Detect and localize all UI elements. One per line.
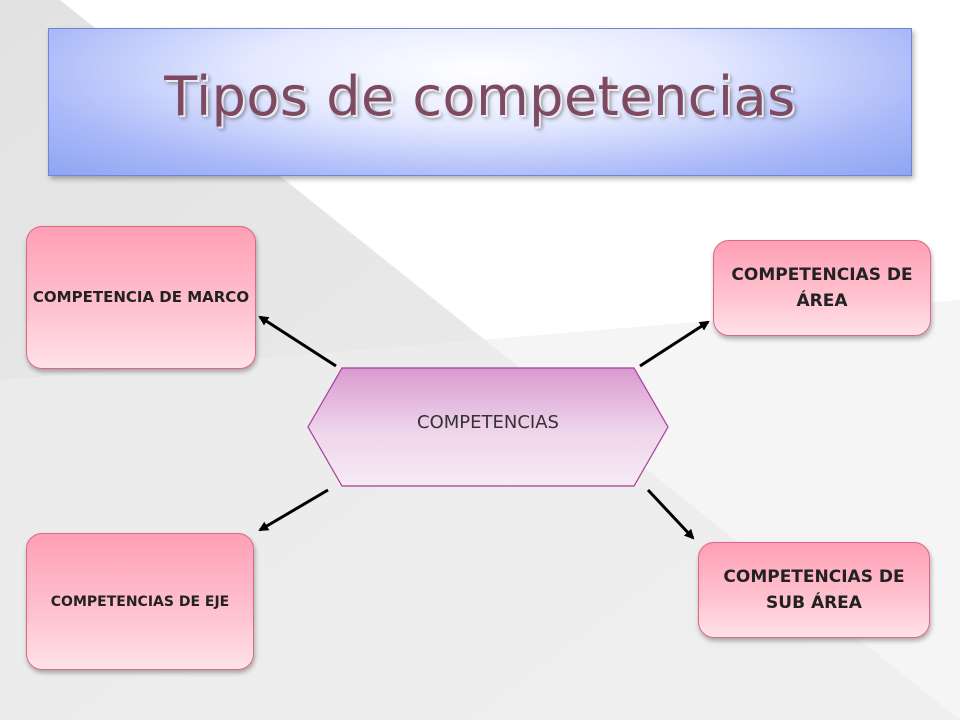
- node-label: COMPETENCIAS DE EJE: [50, 593, 230, 610]
- arrow-to-sub-area: [646, 488, 695, 540]
- title-banner: Tipos de competencias: [48, 28, 912, 176]
- arrow-to-eje: [258, 488, 329, 532]
- arrow-to-area: [639, 320, 710, 368]
- node-competencias-de-sub-area: COMPETENCIAS DE SUB ÁREA: [698, 542, 930, 638]
- slide-title: Tipos de competencias: [164, 65, 796, 128]
- node-label: COMPETENCIAS DE SUB ÁREA: [723, 567, 905, 613]
- arrow-to-marco: [258, 315, 337, 368]
- node-competencias-de-area: COMPETENCIAS DE ÁREA: [713, 240, 931, 336]
- center-label: COMPETENCIAS: [417, 412, 559, 433]
- node-competencias-de-eje: COMPETENCIAS DE EJE: [26, 533, 254, 670]
- node-competencia-de-marco: COMPETENCIA DE MARCO: [26, 226, 256, 369]
- node-label: COMPETENCIAS DE ÁREA: [731, 265, 913, 311]
- node-label: COMPETENCIA DE MARCO: [32, 288, 250, 306]
- center-hexagon: [307, 367, 669, 487]
